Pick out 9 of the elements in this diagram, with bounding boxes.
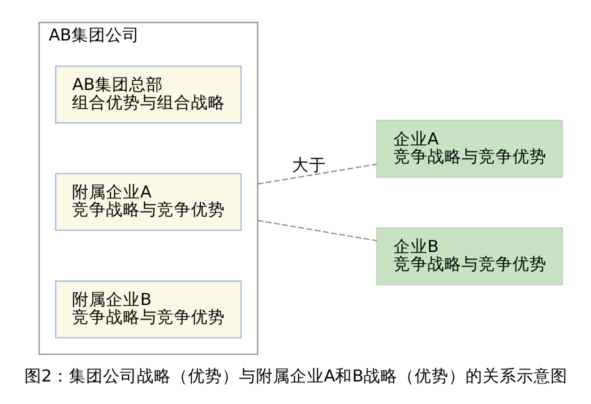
connector	[257, 164, 376, 185]
node-box: 企业B 竞争战略与竞争优势	[376, 227, 562, 286]
connector	[257, 220, 376, 242]
node-box: AB集团总部 组合优势与组合战略	[54, 66, 242, 124]
node-box: 企业A 竞争战略与竞争优势	[376, 120, 562, 178]
node-box: 附属企业B 竞争战略与竞争优势	[54, 280, 242, 338]
edge-label: 大于	[291, 155, 326, 174]
node-box: 附属企业A 竞争战略与竞争优势	[54, 173, 242, 231]
caption: 图2：集团公司战略（优势）与附属企业A和B战略（优势）的关系示意图	[24, 366, 568, 386]
